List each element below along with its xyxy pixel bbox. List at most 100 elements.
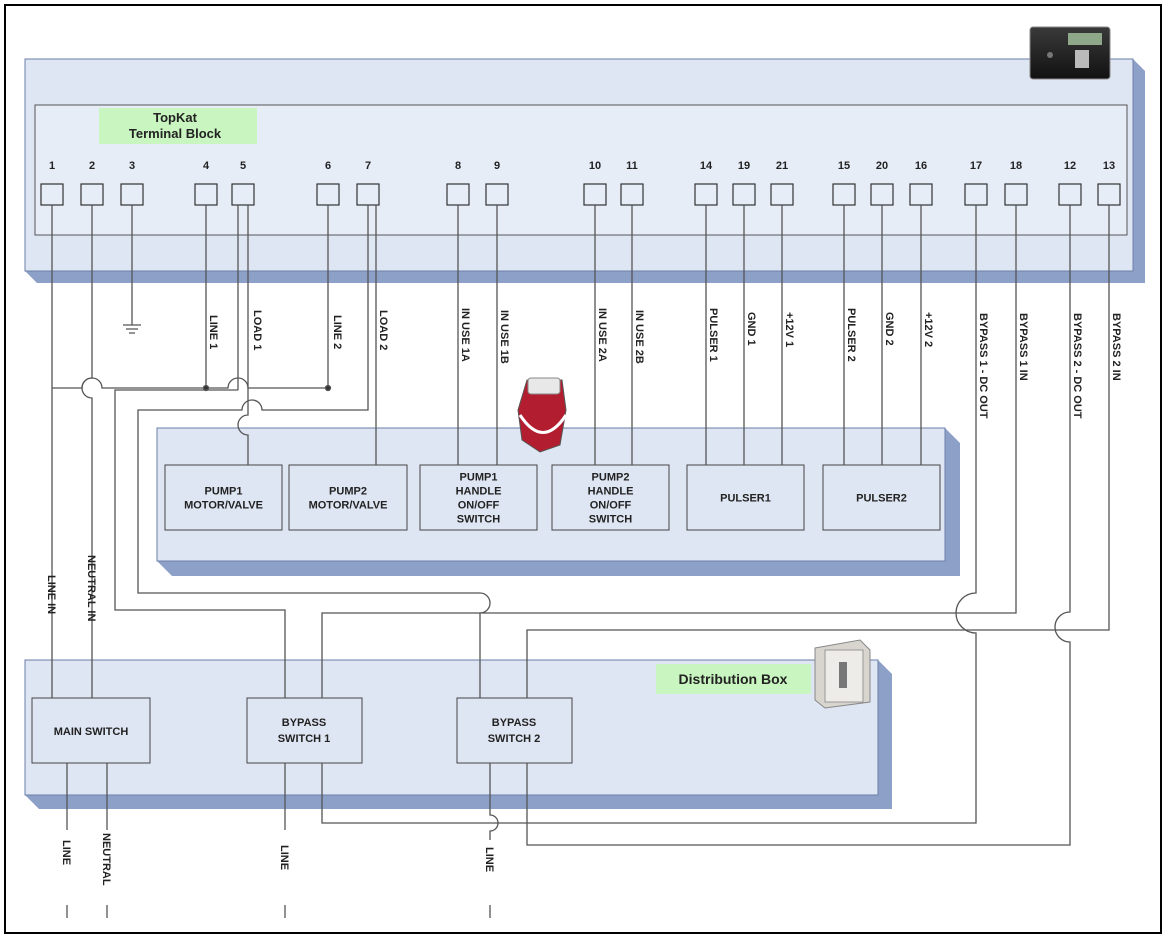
terminal-screw bbox=[832, 183, 856, 206]
terminal-signal-label: LOAD 1 bbox=[251, 310, 263, 350]
terminal-signal-label: +12V 2 bbox=[922, 312, 934, 347]
terminal-number: 2 bbox=[89, 160, 95, 172]
svg-text:SWITCH 1: SWITCH 1 bbox=[278, 733, 331, 745]
terminal-screw bbox=[40, 183, 64, 206]
terminal-signal-label: GND 1 bbox=[745, 312, 757, 346]
pump-box-text: ON/OFF bbox=[590, 500, 632, 512]
pump-box-text: HANDLE bbox=[588, 486, 634, 498]
terminal-screw bbox=[1058, 183, 1082, 206]
pump-box-text: PULSER2 bbox=[856, 493, 907, 505]
pump-box-text: HANDLE bbox=[456, 486, 502, 498]
terminal-signal-label: BYPASS 2 - DC OUT bbox=[1071, 313, 1083, 419]
terminal-number: 3 bbox=[129, 160, 135, 172]
main-switch: MAIN SWITCH bbox=[31, 697, 151, 764]
terminal-4: 4 bbox=[194, 160, 218, 206]
terminal-number: 19 bbox=[738, 160, 750, 172]
terminal-block-title-line2: Terminal Block bbox=[129, 126, 222, 141]
pump-box-text: ON/OFF bbox=[458, 500, 500, 512]
terminal-screw bbox=[1004, 183, 1028, 206]
terminal-block-title-line1: TopKat bbox=[153, 110, 197, 125]
terminal-signal-label: IN USE 2A bbox=[596, 308, 608, 362]
pump-box-text: MOTOR/VALVE bbox=[309, 500, 388, 512]
terminal-21: 21 bbox=[770, 160, 794, 206]
terminal-block-panel bbox=[24, 58, 1145, 283]
terminal-number: 18 bbox=[1010, 160, 1022, 172]
distribution-box-title: Distribution Box bbox=[656, 664, 811, 694]
terminal-5: 5 bbox=[231, 160, 255, 206]
pump-box-text: SWITCH bbox=[589, 514, 632, 526]
neutral-out-label: NEUTRAL bbox=[100, 833, 112, 886]
bypass1-line-label: LINE bbox=[278, 845, 290, 870]
pump-box-group: PUMP1MOTOR/VALVEPUMP2MOTOR/VALVEPUMP1HAN… bbox=[164, 464, 941, 531]
terminal-18: 18 bbox=[1004, 160, 1028, 206]
terminal-screw bbox=[356, 183, 380, 206]
terminal-block-title: TopKat Terminal Block bbox=[99, 108, 257, 144]
terminal-number: 20 bbox=[876, 160, 888, 172]
terminal-screw bbox=[1097, 183, 1121, 206]
pump-box-text: PUMP1 bbox=[460, 472, 498, 484]
terminal-number: 6 bbox=[325, 160, 331, 172]
terminal-number: 8 bbox=[455, 160, 461, 172]
terminal-screw bbox=[80, 183, 104, 206]
terminal-number: 10 bbox=[589, 160, 601, 172]
svg-text:BYPASS: BYPASS bbox=[282, 717, 326, 729]
terminal-screw bbox=[231, 183, 255, 206]
terminal-number: 11 bbox=[626, 160, 638, 172]
terminal-12: 12 bbox=[1058, 160, 1082, 206]
terminal-signal-label: GND 2 bbox=[883, 312, 895, 346]
terminal-17: 17 bbox=[964, 160, 988, 206]
terminal-screw bbox=[770, 183, 794, 206]
terminal-screw bbox=[316, 183, 340, 206]
terminal-number: 7 bbox=[365, 160, 371, 172]
terminal-number: 9 bbox=[494, 160, 500, 172]
terminal-number: 15 bbox=[838, 160, 850, 172]
terminal-screw bbox=[870, 183, 894, 206]
terminal-signal-label: +12V 1 bbox=[783, 312, 795, 347]
pump-panel bbox=[156, 427, 960, 576]
pump-box-text: PUMP2 bbox=[329, 486, 367, 498]
line-in-label: LINE IN bbox=[45, 575, 57, 614]
pump-box-text: PUMP1 bbox=[205, 486, 243, 498]
terminal-screw bbox=[964, 183, 988, 206]
terminal-number: 1 bbox=[49, 160, 55, 172]
line-out-label: LINE bbox=[60, 840, 72, 865]
pump-box-text: PULSER1 bbox=[720, 493, 771, 505]
bypass-switch-1: BYPASS SWITCH 1 bbox=[246, 697, 363, 764]
terminal-signal-label: IN USE 2B bbox=[633, 310, 645, 364]
distribution-box-label: Distribution Box bbox=[679, 671, 788, 687]
topkat-controller-icon bbox=[1029, 26, 1111, 80]
terminal-number: 5 bbox=[240, 160, 246, 172]
wires bbox=[51, 205, 1110, 918]
terminal-screw bbox=[909, 183, 933, 206]
terminal-screw bbox=[485, 183, 509, 206]
terminal-signal-label: BYPASS 1 - DC OUT bbox=[977, 313, 989, 419]
diagram-frame bbox=[4, 4, 1162, 934]
svg-text:BYPASS: BYPASS bbox=[492, 717, 536, 729]
terminal-signal-label: IN USE 1A bbox=[459, 308, 471, 362]
pump-box-6: PULSER2 bbox=[822, 464, 941, 531]
terminal-3: 3 bbox=[120, 160, 144, 206]
terminal-number: 14 bbox=[700, 160, 713, 172]
terminal-signal-label: PULSER 2 bbox=[845, 308, 857, 362]
terminal-14: 14 bbox=[694, 160, 718, 206]
pump-box-text: SWITCH bbox=[457, 514, 500, 526]
wire-labels: LINE IN NEUTRAL IN LINE NEUTRAL LINE LIN… bbox=[45, 555, 495, 886]
terminal-signal-label: PULSER 1 bbox=[707, 308, 719, 362]
terminal-signal-label: IN USE 1B bbox=[498, 310, 510, 364]
terminal-number: 13 bbox=[1103, 160, 1115, 172]
terminal-screw bbox=[583, 183, 607, 206]
terminal-signal-label: LINE 2 bbox=[331, 315, 343, 349]
bypass-switch-2: BYPASS SWITCH 2 bbox=[456, 697, 573, 764]
terminal-number: 17 bbox=[970, 160, 982, 172]
terminal-number: 4 bbox=[203, 160, 210, 172]
pump-box-5: PULSER1 bbox=[686, 464, 805, 531]
terminal-screw bbox=[732, 183, 756, 206]
terminal-number: 12 bbox=[1064, 160, 1076, 172]
